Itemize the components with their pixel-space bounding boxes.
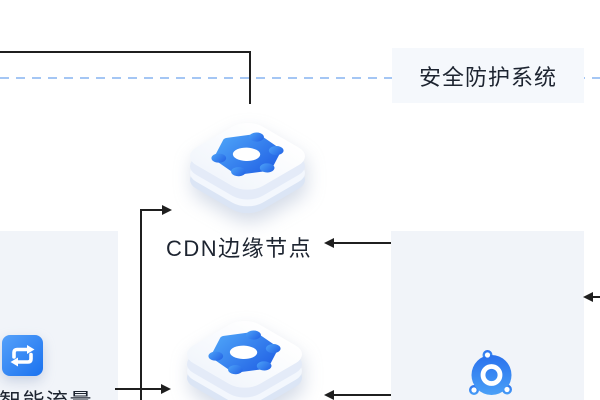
connector-left-trunk (140, 210, 142, 400)
cdn-edge-node-label: CDN边缘节点 (166, 236, 313, 261)
connector-topleft-horizontal (0, 51, 251, 53)
security-system-label-box: 安全防护系统 (392, 48, 584, 103)
smart-traffic-label: 智能流量 (0, 384, 93, 400)
connector-edge-to-panel (593, 296, 600, 298)
connector-panel-to-cdn-label (334, 242, 391, 244)
hub-circle-icon (468, 350, 515, 400)
traffic-swap-icon (2, 335, 43, 381)
arrowhead-to-lower-node-right (324, 390, 334, 400)
security-system-label: 安全防护系统 (418, 64, 557, 90)
connector-branch-to-cdn (140, 209, 162, 211)
connector-panel-to-lower-node (334, 394, 391, 396)
arrowhead-to-lower-node (161, 384, 171, 394)
arrowhead-to-cdn-label (324, 238, 334, 248)
arrowhead-into-right-panel (583, 292, 593, 302)
arrowhead-to-cdn-icon (162, 205, 172, 215)
node-stack-icon-lower (176, 312, 313, 400)
connector-traffic-to-node (115, 388, 161, 390)
cdn-node-stack-icon (179, 114, 316, 231)
security-boundary-dashed-line (0, 77, 600, 79)
connector-topleft-vertical (249, 51, 251, 104)
